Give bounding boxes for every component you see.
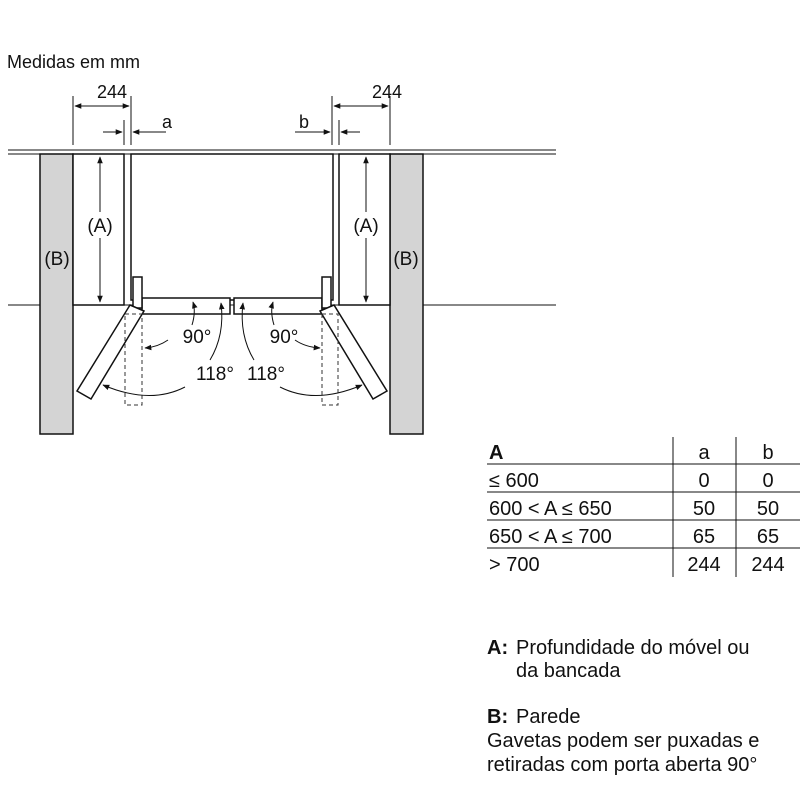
table-cell: ≤ 600 — [489, 470, 539, 492]
table-cell: 50 — [757, 498, 779, 520]
arc-118-left — [209, 302, 225, 361]
note-line-2: retiradas com porta aberta 90° — [487, 754, 757, 776]
arc-90-left — [191, 301, 198, 326]
table-cell: 244 — [751, 554, 784, 576]
table-cell: 650 < A ≤ 700 — [489, 526, 612, 548]
angle-90-right: 90° — [270, 327, 299, 348]
gap-a-label: a — [162, 112, 173, 132]
legend: A: Profundidade do móvel ou da bancada B… — [487, 637, 759, 776]
clearance-table: A a b ≤ 600 0 0 600 < A ≤ 650 50 50 650 … — [487, 437, 800, 577]
door-left-open — [75, 304, 146, 401]
arc-118-right — [239, 302, 255, 361]
hinge-right — [321, 276, 332, 309]
legend-text-a-1: Profundidade do móvel ou — [516, 637, 750, 659]
gap-b-label: b — [299, 112, 309, 132]
table-cell: > 700 — [489, 554, 540, 576]
door-right-closed — [233, 297, 323, 315]
table-header-A: A — [489, 442, 503, 464]
cabinet-left — [72, 153, 125, 306]
table-header-b: b — [762, 442, 773, 464]
angle-90-left: 90° — [183, 327, 212, 348]
door-right-open — [318, 304, 389, 401]
angle-118-left: 118° — [196, 364, 234, 385]
depth-label-right: (A) — [353, 216, 378, 237]
table-header-a: a — [698, 442, 710, 464]
legend-key-b: B: — [487, 706, 508, 728]
hinge-left — [132, 276, 143, 309]
dimension-right-label: 244 — [372, 82, 402, 102]
table-cell: 65 — [757, 526, 779, 548]
legend-text-a-2: da bancada — [516, 660, 621, 682]
wall-label-left: (B) — [44, 249, 69, 270]
door-left-closed — [141, 297, 231, 315]
table-cell: 50 — [693, 498, 715, 520]
depth-label-left: (A) — [87, 216, 112, 237]
fridge-body — [130, 153, 334, 301]
cabinet-right — [338, 153, 391, 306]
door-left-90-outline — [124, 313, 143, 406]
table-cell: 244 — [687, 554, 720, 576]
arc-90-right — [268, 301, 275, 326]
wall-right — [389, 153, 424, 435]
units-title: Medidas em mm — [7, 52, 140, 72]
wall-label-right: (B) — [393, 249, 418, 270]
legend-key-a: A: — [487, 637, 508, 659]
angle-118-right: 118° — [247, 364, 285, 385]
note-line-1: Gavetas podem ser puxadas e — [487, 730, 759, 752]
wall-left — [39, 153, 74, 435]
table-cell: 600 < A ≤ 650 — [489, 498, 612, 520]
dimension-left-label: 244 — [97, 82, 127, 102]
table-cell: 0 — [762, 470, 773, 492]
table-cell: 0 — [698, 470, 709, 492]
table-cell: 65 — [693, 526, 715, 548]
legend-text-b: Parede — [516, 706, 581, 728]
door-right-90-outline — [321, 313, 339, 406]
